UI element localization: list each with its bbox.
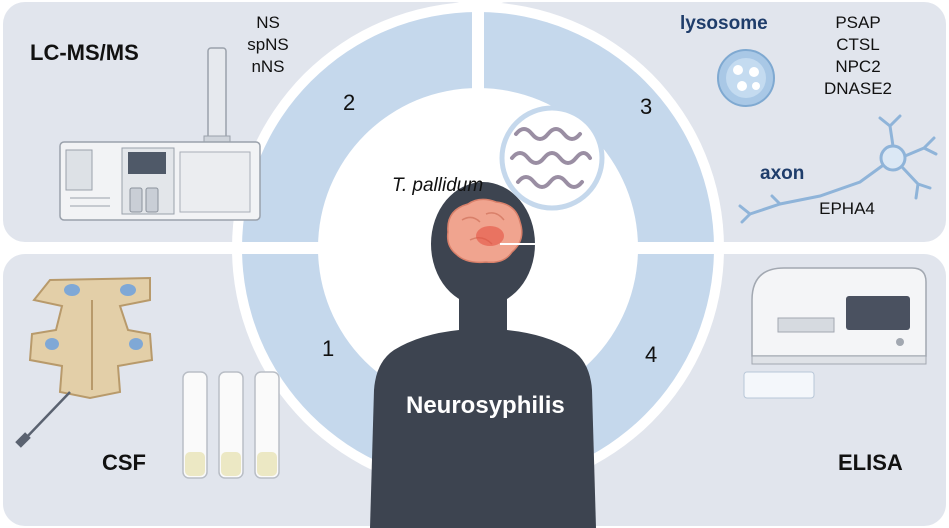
method-spns: spNS [247, 35, 289, 54]
protein-psap: PSAP [835, 13, 881, 32]
ring-separator-vertical [472, 0, 484, 100]
axon-protein: EPHA4 [819, 199, 875, 218]
lcmsms-title: LC-MS/MS [30, 40, 139, 65]
axon-label: axon [760, 163, 805, 184]
protein-npc2: NPC2 [835, 57, 881, 76]
method-ns: NS [256, 13, 280, 32]
disease-title: Neurosyphilis [406, 392, 565, 419]
ring-number-4: 4 [645, 342, 658, 367]
pathogen-label: T. pallidum [392, 175, 484, 196]
brain-icon [446, 198, 523, 264]
protein-ctsl: CTSL [836, 35, 880, 54]
elisa-reader-icon [743, 267, 927, 399]
elisa-title: ELISA [838, 450, 903, 475]
ring-separator-left [230, 242, 330, 254]
ring-separator-right [626, 242, 726, 254]
lysosome-icon [717, 49, 775, 107]
csf-tubes-icon [182, 371, 280, 479]
spine-icon [15, 276, 154, 448]
ring-number-1: 1 [322, 336, 335, 361]
csf-title: CSF [102, 450, 146, 475]
ring-number-3: 3 [640, 94, 653, 119]
ms-methods-list: NS spNS nNS [240, 12, 296, 78]
mass-spectrometer-icon [59, 47, 261, 221]
neuron-icon [738, 114, 938, 224]
treponema-magnifier-icon [499, 105, 605, 211]
method-nns: nNS [251, 57, 285, 76]
lysosome-protein-list: PSAP CTSL NPC2 DNASE2 [808, 12, 908, 100]
protein-dnase2: DNASE2 [823, 79, 893, 98]
lysosome-label: lysosome [680, 13, 768, 34]
ring-number-2: 2 [343, 90, 356, 115]
